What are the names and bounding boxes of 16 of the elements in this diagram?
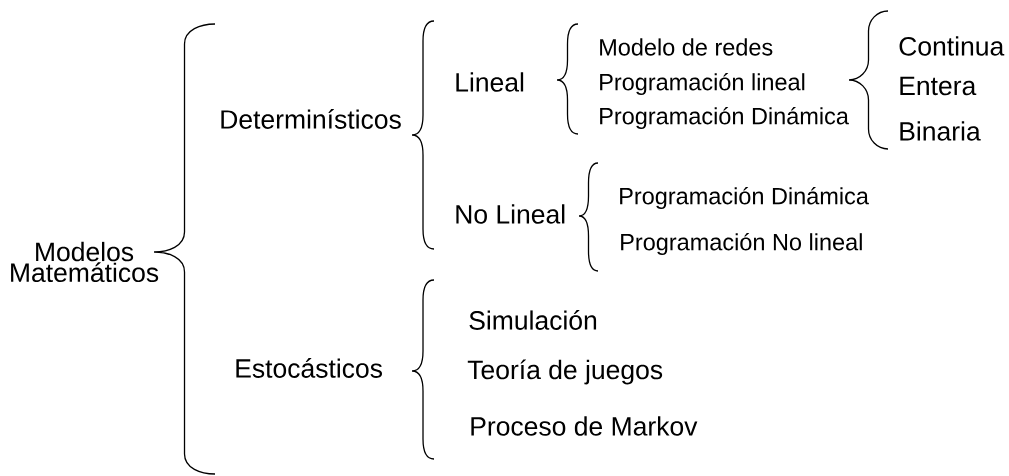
label: No Lineal <box>456 204 565 224</box>
label: Programación No lineal <box>621 232 862 256</box>
label: Programación Dinámica <box>600 106 849 130</box>
label: Binaria <box>900 121 981 141</box>
label: Programación lineal <box>600 72 805 96</box>
label: Determinísticos <box>221 109 401 129</box>
label: Estocásticos <box>236 358 382 378</box>
label: Programación Dinámica <box>620 186 869 210</box>
label: Proceso de Markov <box>471 416 698 436</box>
label: Continua <box>899 36 1005 56</box>
label: Lineal <box>456 72 524 92</box>
label: Modelo de redes <box>600 38 773 56</box>
label: Entera <box>900 76 977 96</box>
label: Simulación <box>469 310 597 330</box>
label: Modelos Matemáticos <box>11 241 159 283</box>
label: Teoría de juegos <box>467 359 663 385</box>
